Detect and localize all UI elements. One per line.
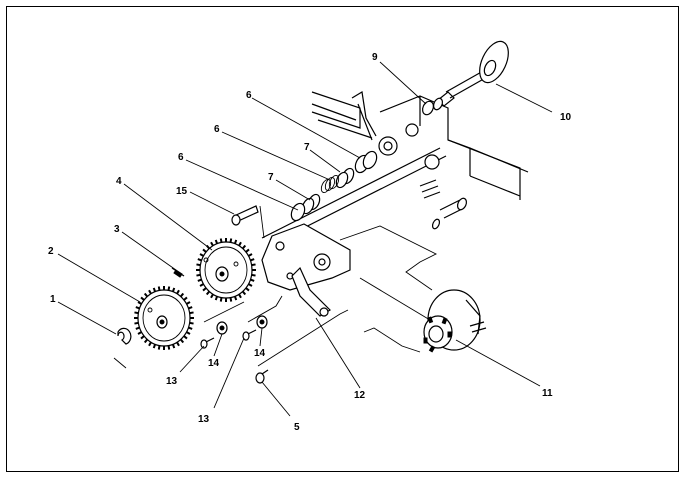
callout-10: 10 (560, 112, 572, 123)
leader-lines (57, 61, 553, 417)
bushing-6-lower (290, 202, 306, 222)
gear-2 (134, 286, 194, 350)
callout-11: 11 (542, 388, 553, 399)
callout-6-lower: 6 (178, 152, 184, 163)
motor-11 (423, 289, 487, 353)
callout-7-lower: 7 (268, 172, 274, 183)
callout-7-upper: 7 (304, 142, 310, 153)
bushing-6-upper (354, 150, 378, 174)
assembly-guides (203, 205, 438, 367)
callout-13-right: 13 (198, 414, 210, 425)
callout-15: 15 (176, 186, 188, 197)
callout-4: 4 (116, 176, 122, 187)
callout-12: 12 (354, 390, 366, 401)
callout-14-left: 14 (208, 358, 220, 369)
callout-5: 5 (294, 422, 300, 433)
callout-labels: 1 2 3 4 5 6 6 6 7 7 9 10 11 12 13 13 14 … (48, 52, 572, 433)
callout-6-middle: 6 (214, 124, 220, 135)
screw-13-right (242, 329, 257, 341)
spring-7-upper (335, 167, 355, 189)
washer-14-right (256, 315, 268, 329)
frame-bracket (311, 91, 529, 200)
shaft-10 (437, 40, 509, 107)
e-ring-1 (113, 327, 132, 369)
washer-14-left (216, 321, 228, 335)
gear-4 (196, 238, 256, 302)
frame-pins (419, 179, 468, 230)
bracket-plate-12 (261, 223, 351, 317)
callout-13-left: 13 (166, 376, 178, 387)
callout-9: 9 (372, 52, 378, 63)
callout-2: 2 (48, 246, 54, 257)
screw-13-left (200, 337, 215, 349)
collar-9 (421, 97, 444, 116)
callout-14-right: 14 (254, 348, 266, 359)
screw-5 (255, 369, 269, 384)
screw-15 (231, 205, 259, 226)
callout-1: 1 (50, 294, 56, 305)
diagram-border (6, 6, 679, 472)
callout-3: 3 (114, 224, 120, 235)
pin-3 (171, 267, 185, 278)
callout-6-upper: 6 (246, 90, 252, 101)
